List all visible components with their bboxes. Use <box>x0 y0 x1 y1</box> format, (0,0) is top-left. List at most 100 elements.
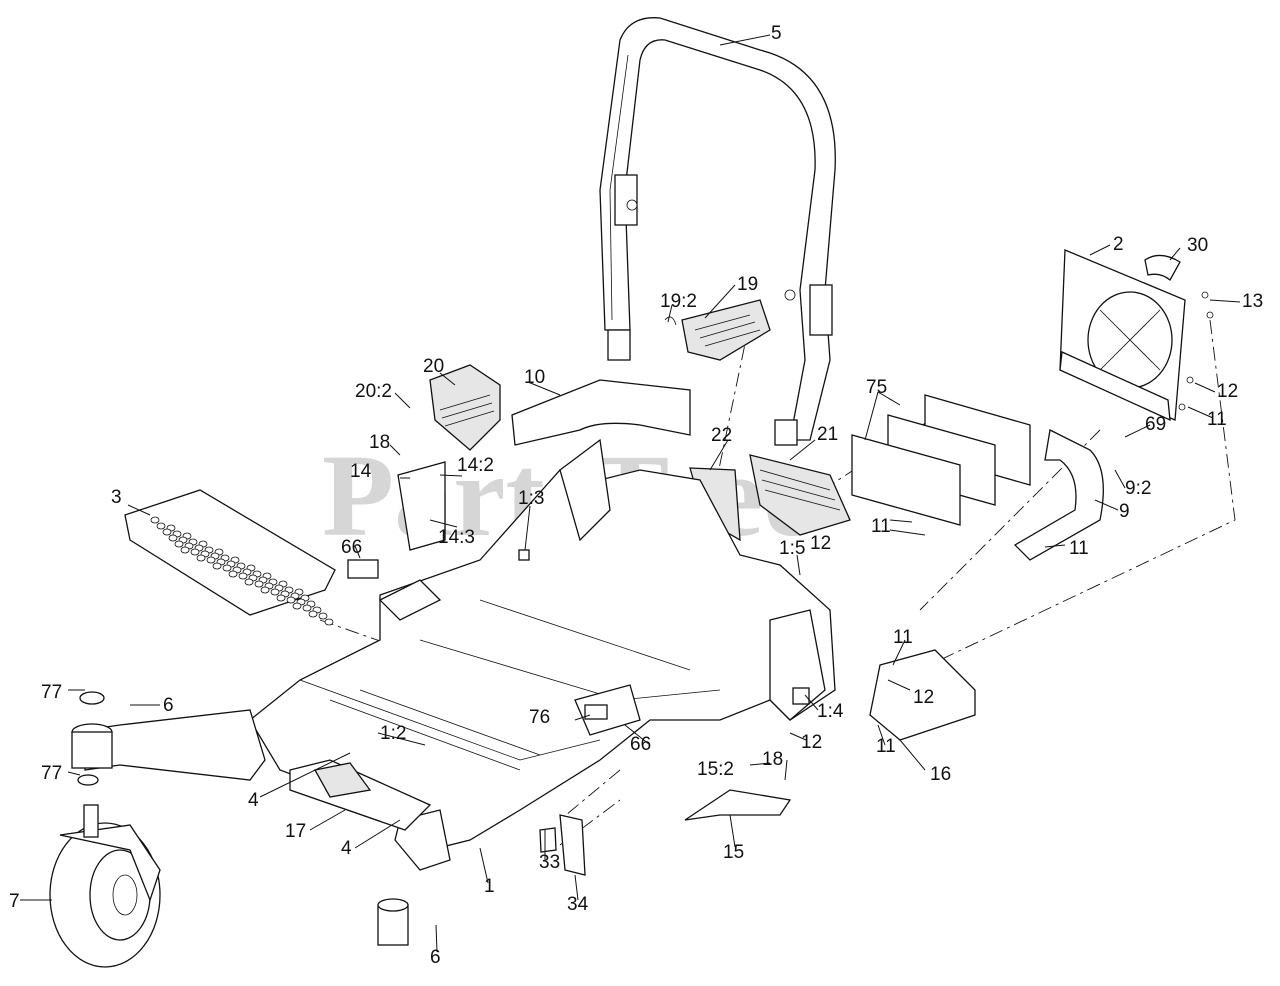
callout-11-c[interactable]: 11 <box>871 516 891 537</box>
decal-1-3 <box>518 549 530 561</box>
callout-9-2[interactable]: 9:2 <box>1125 478 1151 499</box>
plate-hole <box>190 548 200 556</box>
callout-6-b[interactable]: 6 <box>430 947 441 968</box>
callout-11-d[interactable]: 11 <box>893 627 913 648</box>
callout-20[interactable]: 20 <box>423 356 444 377</box>
callout-15-2[interactable]: 15:2 <box>697 759 734 780</box>
decal-66 <box>347 559 379 579</box>
callout-21[interactable]: 21 <box>817 424 838 445</box>
decal-76 <box>584 704 608 720</box>
callout-11-a[interactable]: 11 <box>1207 409 1227 430</box>
plate-hole <box>206 556 216 564</box>
callout-4-b[interactable]: 4 <box>341 838 352 859</box>
plate-hole <box>162 528 172 536</box>
plate-hole <box>308 610 318 618</box>
callout-19-2[interactable]: 19:2 <box>660 291 697 312</box>
plate-hole <box>292 602 302 610</box>
plate-hole <box>228 570 238 578</box>
callout-12-b[interactable]: 12 <box>810 533 831 554</box>
plate-hole <box>156 522 166 530</box>
plate-15[interactable] <box>684 789 792 821</box>
plate-hole <box>222 564 232 572</box>
callout-1-5[interactable]: 1:5 <box>779 538 805 559</box>
plate-hole <box>324 618 334 626</box>
callout-13[interactable]: 13 <box>1242 291 1263 312</box>
plate-hole <box>238 572 248 580</box>
callout-69[interactable]: 69 <box>1145 414 1166 435</box>
decal-1-4 <box>792 687 810 705</box>
panel-19[interactable] <box>664 299 771 361</box>
plate-hole <box>286 596 296 604</box>
plate-33-34[interactable] <box>539 814 586 876</box>
callout-34[interactable]: 34 <box>567 894 589 915</box>
plate-hole <box>150 516 160 524</box>
callout-22[interactable]: 22 <box>711 425 732 446</box>
rear-plate[interactable] <box>1059 249 1214 422</box>
callout-12-c[interactable]: 12 <box>913 687 934 708</box>
callout-19[interactable]: 19 <box>737 274 758 295</box>
callout-1[interactable]: 1 <box>484 876 495 897</box>
callout-14-3[interactable]: 14:3 <box>438 527 475 548</box>
callout-18-b[interactable]: 18 <box>762 749 783 770</box>
plate-hole <box>174 540 184 548</box>
callout-17[interactable]: 17 <box>285 821 306 842</box>
plate-hole <box>168 534 178 542</box>
callout-9[interactable]: 9 <box>1119 501 1130 522</box>
plate-hole <box>270 588 280 596</box>
callouts: 5 19 19:2 2 30 13 12 11 69 75 10 20 20:2… <box>9 23 1263 968</box>
plate-hole <box>212 562 222 570</box>
leader-lines <box>20 34 1241 953</box>
callout-77-a[interactable]: 77 <box>41 682 62 703</box>
callout-75[interactable]: 75 <box>866 377 887 398</box>
plate-hole <box>302 604 312 612</box>
roll-bar[interactable] <box>599 17 836 446</box>
bumper[interactable] <box>1013 429 1104 561</box>
plate-hole <box>180 546 190 554</box>
bracket-14[interactable] <box>397 461 446 551</box>
callout-14-2[interactable]: 14:2 <box>457 455 494 476</box>
callout-30[interactable]: 30 <box>1187 235 1208 256</box>
callout-11-e[interactable]: 11 <box>876 736 896 757</box>
callout-66-b[interactable]: 66 <box>630 734 651 755</box>
callout-2[interactable]: 2 <box>1113 234 1124 255</box>
panel-21[interactable] <box>749 454 851 536</box>
callout-18-a[interactable]: 18 <box>369 432 390 453</box>
callout-10[interactable]: 10 <box>524 367 545 388</box>
callout-3[interactable]: 3 <box>111 487 122 508</box>
cover-10[interactable] <box>511 379 691 446</box>
callout-1-2[interactable]: 1:2 <box>380 723 406 744</box>
callout-7[interactable]: 7 <box>9 891 20 912</box>
callout-14[interactable]: 14 <box>350 461 372 482</box>
caster-wheel[interactable] <box>49 804 161 968</box>
plate-hole <box>196 554 206 562</box>
plate-hole <box>244 578 254 586</box>
callout-1-3[interactable]: 1:3 <box>518 488 544 509</box>
callout-12-a[interactable]: 12 <box>1217 381 1238 402</box>
assembly-lines <box>319 319 1236 846</box>
callout-77-b[interactable]: 77 <box>41 763 62 784</box>
caster-arm[interactable] <box>71 691 266 786</box>
plate-17[interactable] <box>289 759 432 831</box>
skid-16[interactable] <box>869 649 976 741</box>
spindle-tube[interactable] <box>377 898 409 946</box>
bracket-20[interactable] <box>429 364 501 451</box>
callout-33[interactable]: 33 <box>539 852 560 873</box>
callout-6-a[interactable]: 6 <box>163 695 174 716</box>
plate-hole <box>254 580 264 588</box>
callout-12-d[interactable]: 12 <box>801 732 822 753</box>
weights[interactable] <box>851 394 1031 526</box>
callout-20-2[interactable]: 20:2 <box>355 381 392 402</box>
callout-4-a[interactable]: 4 <box>248 790 259 811</box>
callout-66-a[interactable]: 66 <box>341 537 362 558</box>
callout-5[interactable]: 5 <box>771 23 782 44</box>
foot-plate[interactable] <box>124 489 336 626</box>
callout-11-b[interactable]: 11 <box>1069 538 1089 559</box>
plate-hole <box>276 594 286 602</box>
plate-hole <box>260 586 270 594</box>
callout-16[interactable]: 16 <box>930 764 951 785</box>
plate-hole <box>318 612 328 620</box>
callout-76[interactable]: 76 <box>529 707 550 728</box>
callout-15[interactable]: 15 <box>723 842 744 863</box>
callout-1-4[interactable]: 1:4 <box>817 701 844 722</box>
